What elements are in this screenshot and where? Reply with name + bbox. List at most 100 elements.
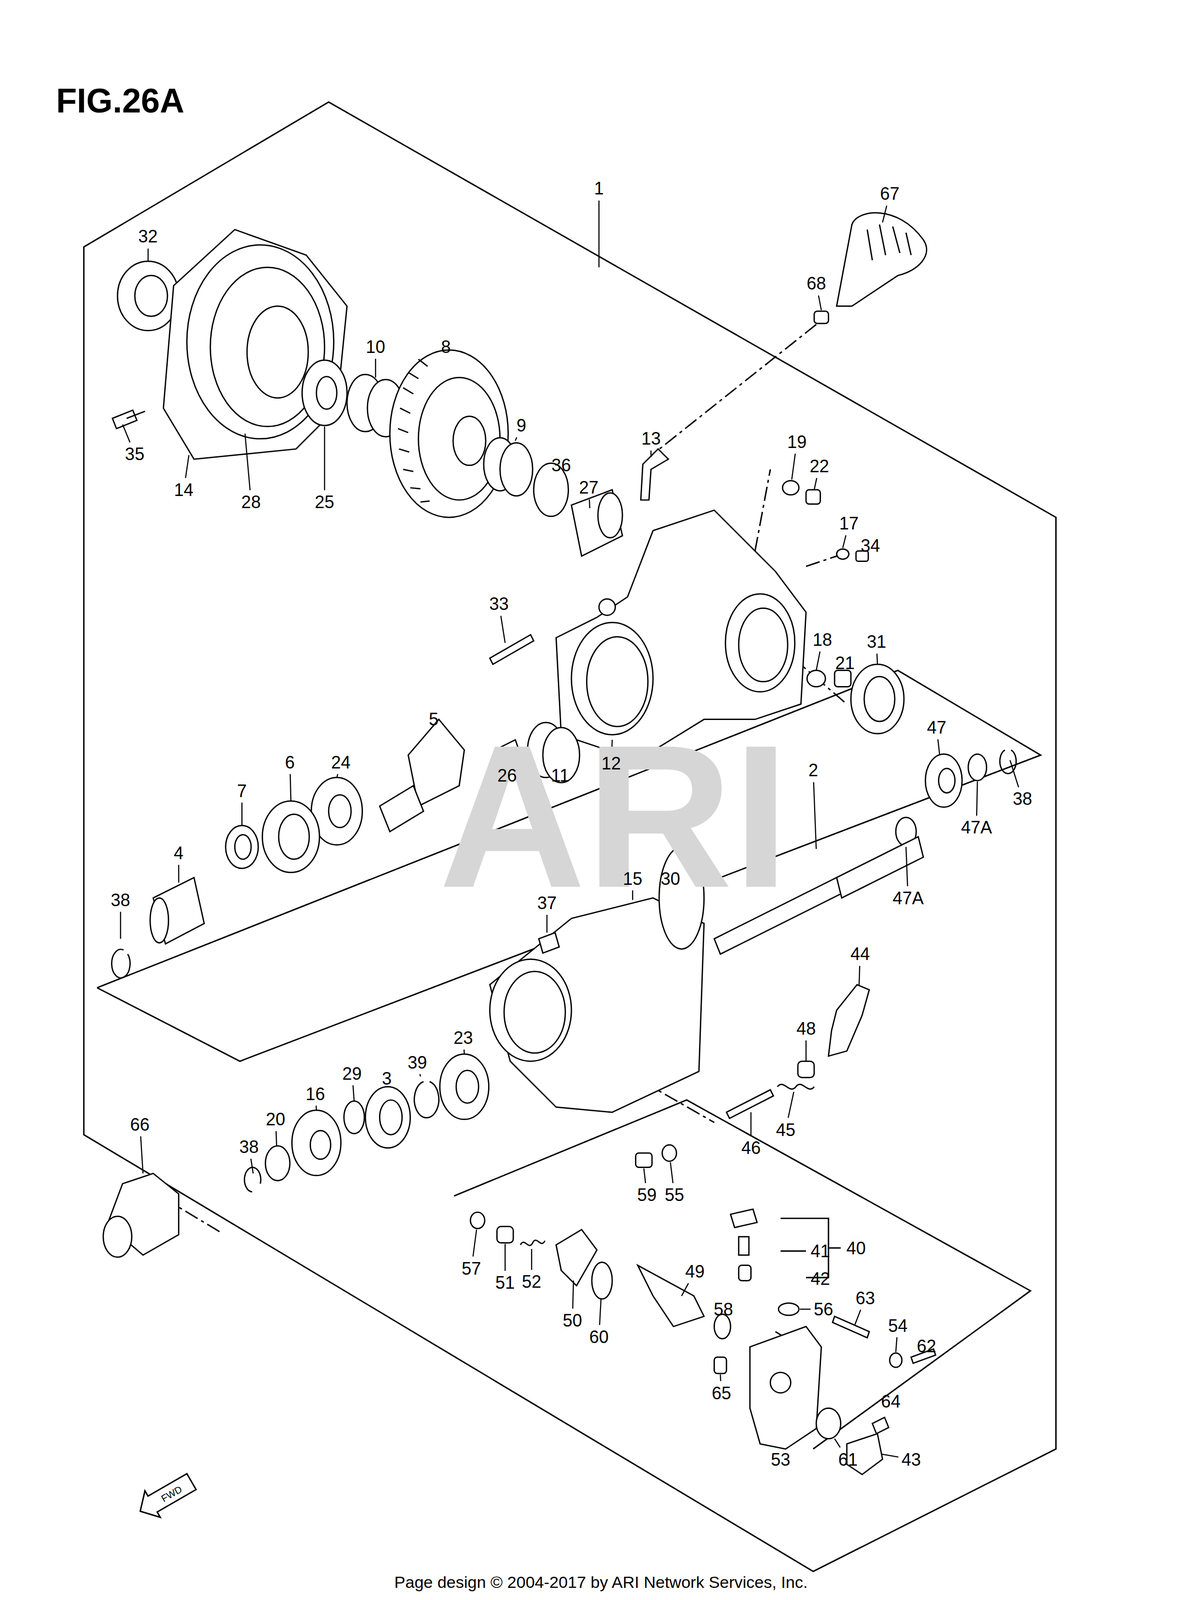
callout-number: 20 xyxy=(265,1110,285,1128)
leader-line xyxy=(504,1243,506,1271)
callout-number: 12 xyxy=(601,754,621,773)
callout-number: 30 xyxy=(660,869,681,888)
callout-number: 33 xyxy=(489,595,509,613)
leader-line xyxy=(905,846,908,886)
leader-line xyxy=(791,453,796,480)
callout-number: 46 xyxy=(741,1138,761,1157)
callout-number: 47A xyxy=(892,889,924,907)
callout-number: 43 xyxy=(901,1450,921,1469)
callout-number: 27 xyxy=(579,478,599,497)
callout-number: 32 xyxy=(138,227,158,246)
callout-number: 11 xyxy=(551,766,570,785)
leader-line xyxy=(599,1298,601,1325)
callout-number: 9 xyxy=(516,416,527,435)
callout-number: 38 xyxy=(239,1138,259,1156)
leader-line xyxy=(816,651,821,671)
callout-number: 40 xyxy=(846,1239,866,1257)
callout-number: 8 xyxy=(441,338,451,356)
leader-line xyxy=(290,773,291,801)
callout-number: 35 xyxy=(125,445,145,463)
leader-line xyxy=(881,1453,899,1457)
callout-number: 38 xyxy=(1012,790,1032,808)
leader-line xyxy=(650,450,652,458)
callout-number: 19 xyxy=(787,433,807,451)
leader-line xyxy=(643,1168,646,1183)
leader-line xyxy=(854,1309,861,1324)
callout-number: 38 xyxy=(110,891,130,909)
leader-line xyxy=(719,1374,722,1381)
leader-line xyxy=(375,358,377,378)
callout-number: 52 xyxy=(521,1272,542,1291)
leader-line xyxy=(315,1105,317,1110)
callout-number: 54 xyxy=(888,1316,908,1335)
leader-line xyxy=(352,1084,354,1101)
leader-line xyxy=(241,802,243,825)
leader-line xyxy=(895,1336,897,1352)
callout-number: 14 xyxy=(173,481,194,499)
leader-line xyxy=(818,295,822,310)
callout-number: 5 xyxy=(428,710,439,728)
callout-number: 56 xyxy=(813,1300,834,1318)
callout-number: 67 xyxy=(880,185,900,203)
callout-number: 47 xyxy=(927,718,947,737)
leader-line xyxy=(976,781,978,816)
callout-number: 55 xyxy=(664,1186,685,1204)
callout-number: 63 xyxy=(855,1289,875,1307)
callout-number: 21 xyxy=(835,654,855,672)
leader-line xyxy=(876,653,878,665)
leader-line xyxy=(858,965,860,986)
callout-number: 53 xyxy=(770,1450,791,1469)
leader-line xyxy=(1010,759,1019,788)
leader-line xyxy=(588,499,591,508)
leader-line xyxy=(276,1130,277,1146)
leader-line xyxy=(147,248,149,262)
callout-number: 10 xyxy=(365,338,386,356)
callout-number: 57 xyxy=(461,1259,482,1278)
callout-number: 49 xyxy=(685,1262,705,1281)
callout-number: 50 xyxy=(562,1311,583,1329)
callout-number: 28 xyxy=(241,493,261,511)
leader-line xyxy=(244,433,250,491)
leader-line xyxy=(814,477,817,490)
leader-line xyxy=(788,1091,794,1118)
callout-number: 48 xyxy=(796,1019,816,1038)
callout-number: 25 xyxy=(314,493,334,511)
callout-number: 17 xyxy=(839,514,859,533)
leader-line xyxy=(805,1040,807,1061)
callout-number: 66 xyxy=(129,1115,150,1134)
leader-line xyxy=(185,455,190,478)
callout-number: 29 xyxy=(342,1064,362,1083)
figure-title: FIG.26A xyxy=(56,83,185,118)
callout-number: 31 xyxy=(866,632,886,651)
callout-number: 13 xyxy=(641,429,661,448)
leader-line xyxy=(681,1282,689,1296)
callout-number: 68 xyxy=(806,274,826,293)
leader-line xyxy=(834,1438,841,1447)
callout-number: 24 xyxy=(331,753,351,772)
callout-number: 15 xyxy=(622,869,643,888)
leader-line xyxy=(598,200,600,268)
leader-line xyxy=(140,1136,143,1174)
callout-number: 37 xyxy=(537,894,557,912)
leader-line xyxy=(122,424,130,443)
callout-number: 2 xyxy=(808,761,819,779)
callout-number: 22 xyxy=(809,457,829,475)
leader-line xyxy=(419,1073,421,1076)
callout-number: 65 xyxy=(711,1384,731,1402)
leader-line xyxy=(813,781,817,849)
leader-line xyxy=(323,426,325,491)
callout-number: 51 xyxy=(495,1273,515,1292)
callout-number: 59 xyxy=(637,1186,657,1204)
callout-number: 44 xyxy=(850,945,870,963)
callout-number: 62 xyxy=(917,1337,937,1355)
callout-number: 4 xyxy=(173,844,184,862)
callout-number: 23 xyxy=(453,1028,474,1047)
leader-line xyxy=(531,1248,533,1270)
callout-number: 60 xyxy=(589,1328,609,1346)
callout-number: 7 xyxy=(237,782,247,800)
leader-line xyxy=(882,205,887,223)
leader-line xyxy=(336,773,338,777)
leader-line xyxy=(251,1158,254,1173)
callout-number: 26 xyxy=(497,766,517,785)
callout-number: 39 xyxy=(407,1053,428,1072)
